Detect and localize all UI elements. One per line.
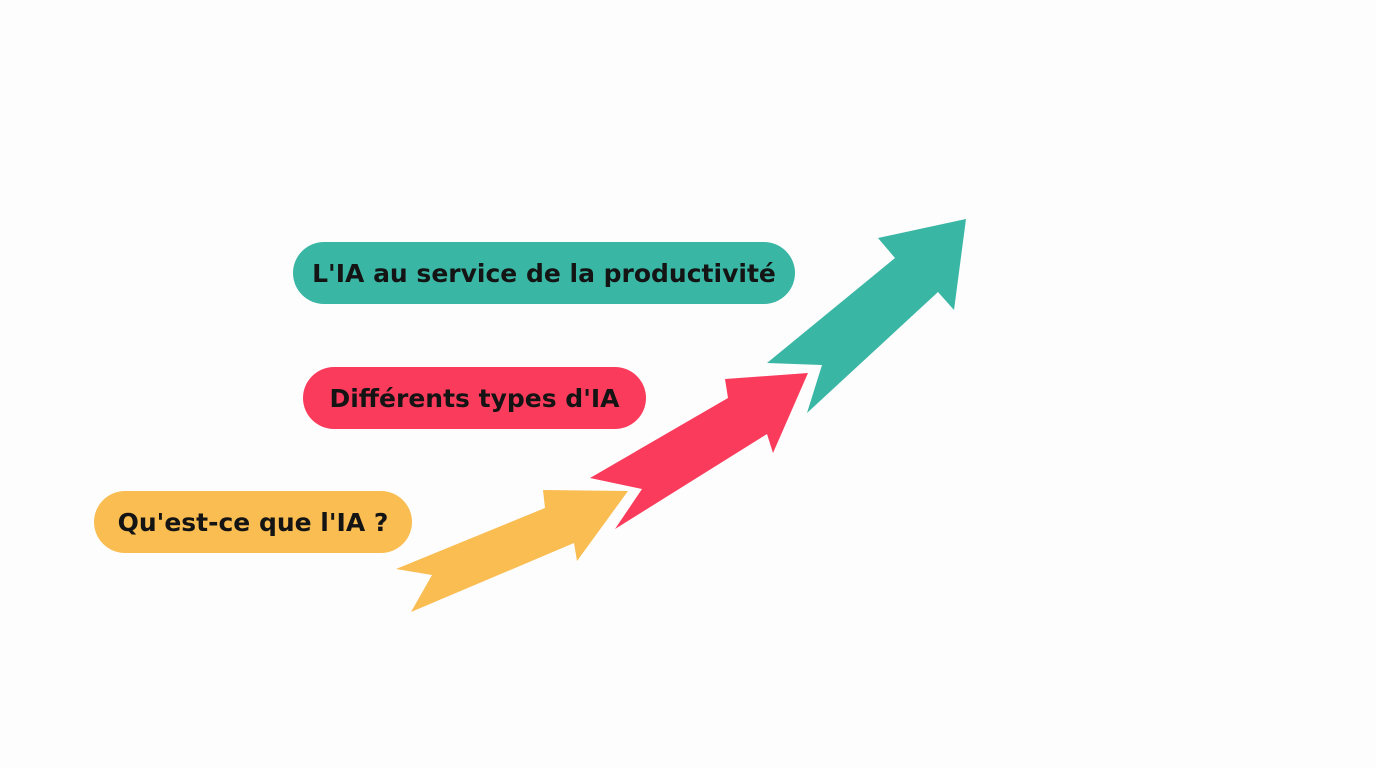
arrow-step-2 bbox=[590, 373, 808, 529]
arrow-step-3 bbox=[767, 219, 966, 413]
step-label: Différents types d'IA bbox=[329, 383, 620, 413]
step-label: Qu'est-ce que l'IA ? bbox=[117, 507, 389, 537]
step-pill-ai-types: Différents types d'IA bbox=[303, 367, 646, 429]
step-pill-ai-productivity: L'IA au service de la productivité bbox=[293, 242, 795, 304]
arrow-step-1 bbox=[396, 490, 628, 612]
step-pill-what-is-ai: Qu'est-ce que l'IA ? bbox=[94, 491, 412, 553]
step-label: L'IA au service de la productivité bbox=[312, 258, 776, 288]
